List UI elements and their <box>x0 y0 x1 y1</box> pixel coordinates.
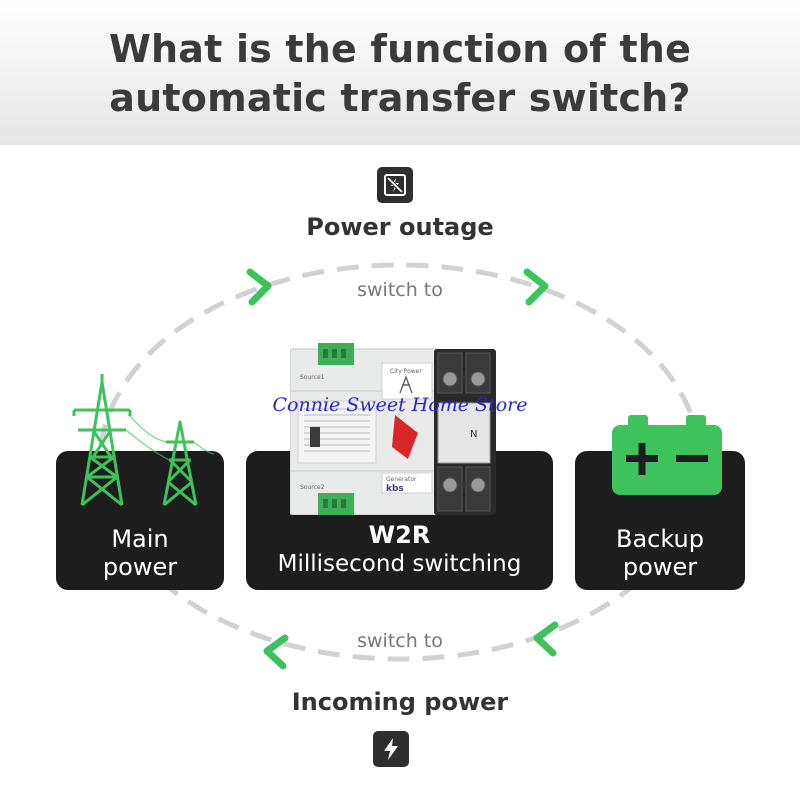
city-power-text: City Power <box>390 368 422 375</box>
power-outage-icon <box>377 167 413 203</box>
switch-to-label-bottom: switch to <box>357 630 443 652</box>
source2-text: Source2 <box>300 484 325 491</box>
switch-to-label-top: switch to <box>357 279 443 301</box>
transfer-switch-device: City Power Generator Source2 Source1 kbs… <box>290 343 496 515</box>
backup-power-label: Backup power <box>616 525 704 581</box>
main-power-card: Main power <box>56 451 224 590</box>
power-outage-label: Power outage <box>306 213 494 241</box>
title-line-1: What is the function of the <box>108 27 692 71</box>
n-terminal-text: N <box>470 429 477 440</box>
chevron-right-icon <box>246 268 272 306</box>
title-line-2: automatic transfer switch? <box>109 76 691 120</box>
chevron-right-icon <box>523 268 549 306</box>
lightning-bolt-icon <box>373 731 409 767</box>
model-subtitle: Millisecond switching <box>277 551 522 577</box>
generator-text: Generator <box>386 476 417 483</box>
source1-text: Source1 <box>300 374 325 381</box>
chevron-left-icon <box>533 621 559 657</box>
battery-icon <box>612 415 722 495</box>
brand-text: kbs <box>386 484 404 494</box>
transmission-tower-icon <box>72 374 214 507</box>
incoming-power-label: Incoming power <box>291 688 509 716</box>
main-power-label: Main power <box>102 525 178 581</box>
chevron-left-icon <box>263 634 289 670</box>
header-banner: What is the function of the automatic tr… <box>0 0 800 145</box>
store-watermark: Connie Sweet Home Store <box>272 394 528 416</box>
model-name: W2R <box>368 521 431 549</box>
